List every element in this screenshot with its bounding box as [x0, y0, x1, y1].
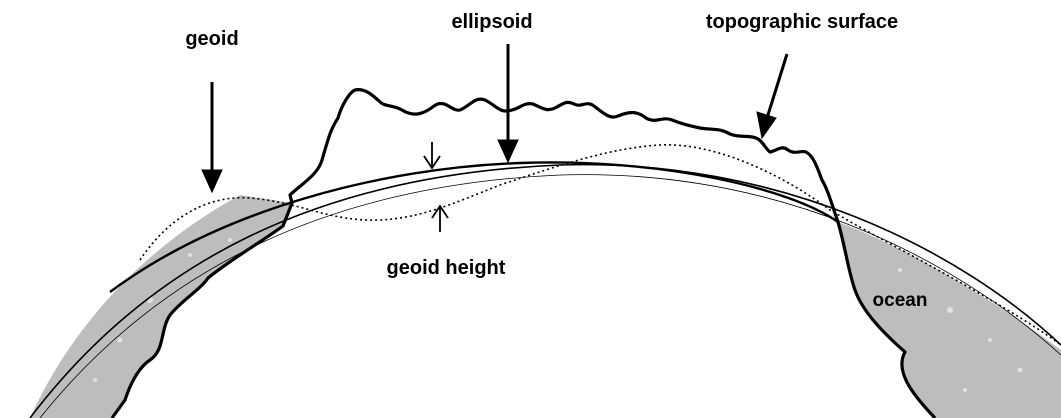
ocean-area-right [838, 222, 1061, 418]
topographic-surface-curve [110, 88, 937, 418]
ellipsoid-label: ellipsoid [451, 11, 532, 33]
arrows [201, 44, 789, 232]
earth-limb-inner [39, 174, 1061, 418]
earth-limb-outer [29, 163, 1061, 418]
ocean-speckles [93, 238, 1023, 392]
topographic-surface-label: topographic surface [706, 11, 898, 33]
topographic-arrow-line [765, 53, 789, 119]
ocean-label: ocean [873, 290, 928, 311]
ocean-area-left [30, 195, 292, 418]
geoid-height-arrow-bottom [431, 204, 449, 232]
geoid-height-arrow-top [423, 142, 441, 170]
geoid-curve [139, 144, 1061, 346]
topographic-arrowhead [756, 111, 777, 140]
geoid-label: geoid [185, 28, 238, 50]
geoid-height-label: geoid height [387, 257, 506, 279]
geoid-arrowhead [201, 169, 223, 194]
ellipsoid-arrowhead [497, 139, 519, 164]
ellipsoid-curve [109, 161, 839, 293]
